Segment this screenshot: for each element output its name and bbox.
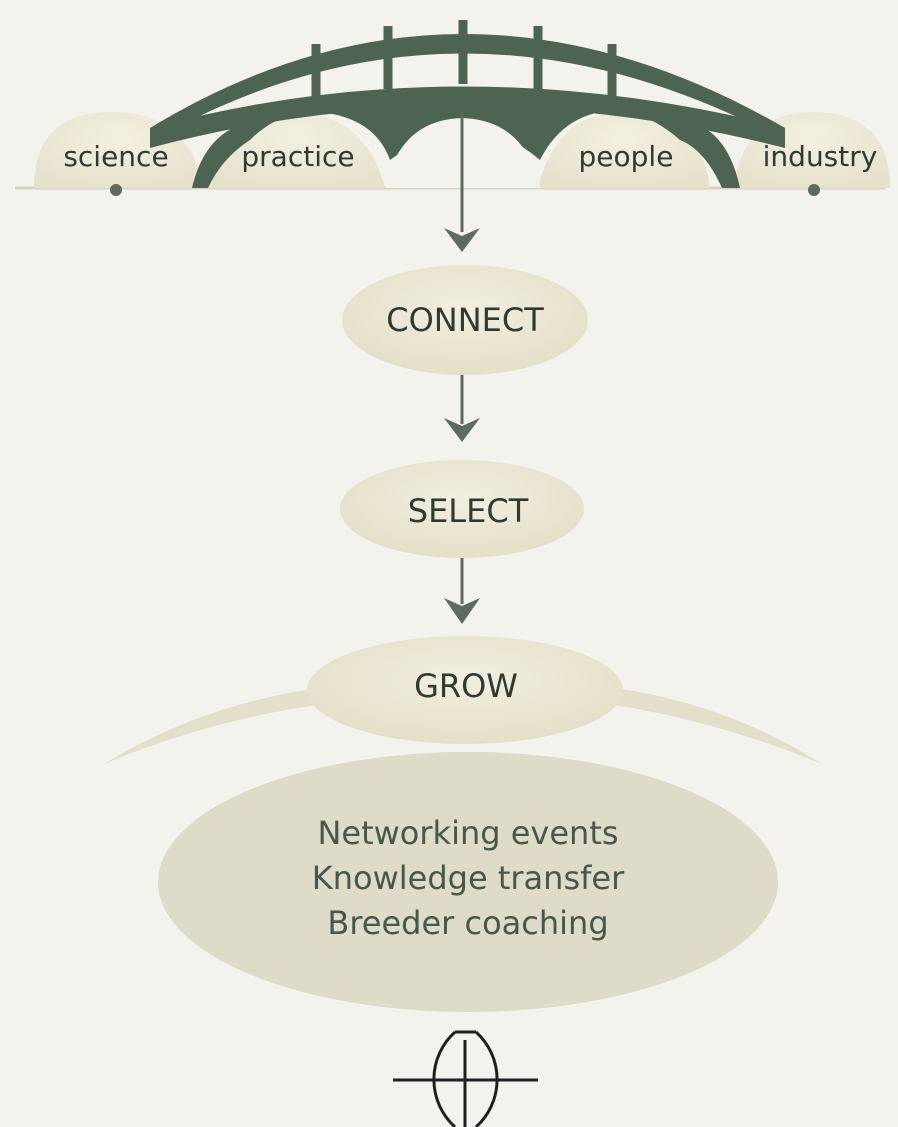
people-dome: [538, 112, 710, 188]
label-science: science: [63, 140, 168, 173]
bridge-lower-arch: [192, 88, 740, 188]
bridge-hangers: [311, 20, 617, 96]
activity-breeder-coaching: Breeder coaching: [327, 904, 608, 942]
arrow-head-grow: [444, 598, 480, 624]
grow-step: [307, 636, 623, 744]
grow-label: GROW: [414, 667, 518, 705]
select-step: [340, 460, 584, 558]
bridge-deck: [150, 86, 785, 148]
activity-networking-events: Networking events: [317, 814, 618, 852]
arrow-head-connect: [444, 228, 480, 252]
monogram-logo-icon: [393, 1030, 538, 1127]
activity-knowledge-transfer: Knowledge transfer: [312, 859, 625, 897]
arrow-head-select: [444, 418, 480, 442]
connect-label: CONNECT: [386, 301, 544, 339]
grow-left-wing: [104, 688, 318, 764]
bridge-upper-arch: [150, 34, 785, 132]
connect-step: [342, 265, 588, 375]
industry-anchor-dot: [808, 184, 820, 196]
label-people: people: [579, 140, 674, 173]
science-anchor-dot: [110, 184, 122, 196]
select-label: SELECT: [408, 492, 529, 530]
activities-ellipse: [158, 752, 778, 1012]
grow-right-wing: [615, 688, 822, 764]
label-industry: industry: [763, 140, 878, 173]
label-practice: practice: [241, 140, 354, 173]
